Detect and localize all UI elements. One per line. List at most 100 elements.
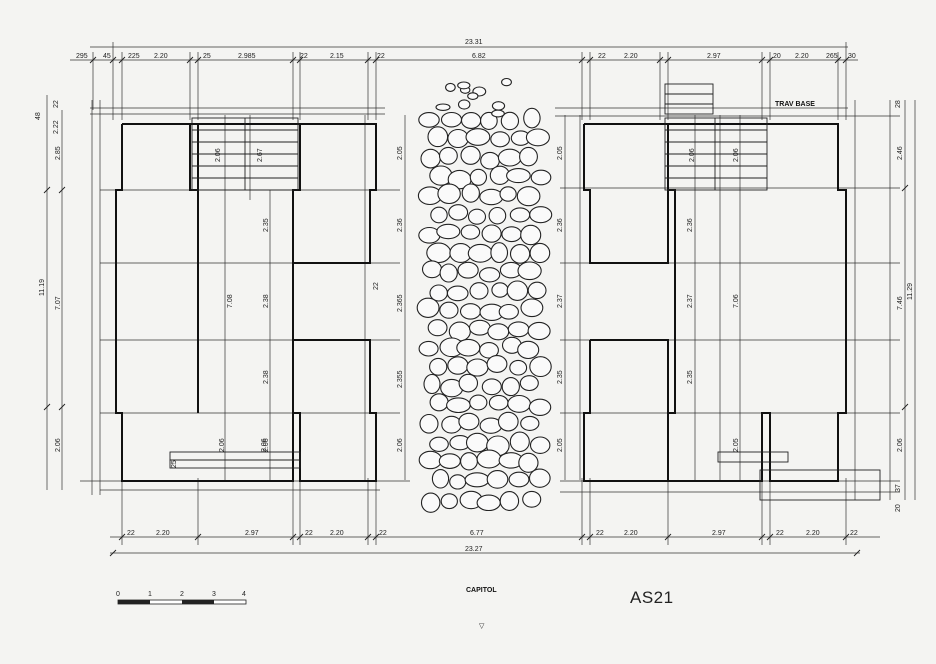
bottom-dim: 22 xyxy=(127,530,135,537)
bottom-overall-dim: 23.27 xyxy=(465,546,483,553)
stone xyxy=(476,449,502,469)
stone xyxy=(467,243,493,263)
stone-wall xyxy=(416,77,553,513)
vert-dim: 2.06 xyxy=(219,438,226,452)
stone xyxy=(418,340,439,357)
stone xyxy=(457,261,479,279)
bottom-dim: 2.20 xyxy=(156,530,170,537)
stone xyxy=(447,356,469,375)
stone xyxy=(501,226,522,243)
stone xyxy=(523,107,541,129)
stone xyxy=(476,494,501,512)
right-vertical-dims: 2.05 2.36 2.37 2.35 2.05 2.36 2.37 2.35 … xyxy=(557,100,904,512)
top-dim: 2.97 xyxy=(707,53,721,60)
stone xyxy=(429,436,449,452)
stone xyxy=(509,207,531,223)
top-dim: 22 xyxy=(300,53,308,60)
vert-dim: 28 xyxy=(895,100,902,108)
stone xyxy=(439,301,459,319)
stone xyxy=(490,242,509,264)
stone xyxy=(506,280,529,301)
stone xyxy=(509,359,528,376)
stone xyxy=(497,148,522,167)
stone xyxy=(469,168,488,186)
vert-dim: 2.05 xyxy=(733,438,740,452)
stone xyxy=(440,111,463,128)
top-dim: 295 xyxy=(76,53,88,60)
vert-dim: 2.85 xyxy=(55,146,62,160)
stone xyxy=(507,394,531,413)
stone xyxy=(429,393,449,412)
vert-dim: 2.35 xyxy=(687,370,694,384)
vert-dim: 48 xyxy=(35,112,42,120)
vert-dim: 7.06 xyxy=(733,294,740,308)
stone xyxy=(486,470,509,489)
stone xyxy=(431,469,450,489)
stone xyxy=(421,260,443,279)
stone xyxy=(520,224,542,246)
stone xyxy=(509,431,530,453)
stone xyxy=(527,281,547,300)
stone xyxy=(427,126,449,148)
stone xyxy=(430,206,448,224)
bottom-dim: 2.97 xyxy=(245,530,259,537)
stone xyxy=(460,452,478,471)
stone xyxy=(528,398,552,416)
stone xyxy=(466,358,489,377)
vert-dim: 2.36 xyxy=(557,218,564,232)
stone xyxy=(530,169,552,186)
stone xyxy=(467,92,479,100)
vert-dim: 2.06 xyxy=(733,148,740,162)
vert-dim: 2.36 xyxy=(687,218,694,232)
stone xyxy=(481,224,502,243)
bottom-dim: 22 xyxy=(776,530,784,537)
left-vertical-dims: 2.85 7.07 2.06 48 2.22 22 7.08 2.35 2.38… xyxy=(35,100,404,468)
stone xyxy=(420,148,441,169)
stone xyxy=(488,394,509,411)
stone xyxy=(529,436,551,454)
stone xyxy=(478,267,501,283)
bottom-dim: 2.20 xyxy=(624,530,638,537)
top-dim: 30 xyxy=(848,53,856,60)
stone xyxy=(468,319,491,336)
stone xyxy=(520,415,540,431)
vert-dim: 2.35 xyxy=(263,218,270,232)
bottom-dim: 22 xyxy=(596,530,604,537)
stone xyxy=(460,145,481,165)
top-dim: 225 xyxy=(128,53,140,60)
scale-tick-4: 4 xyxy=(242,591,246,598)
stone xyxy=(419,413,439,434)
stone xyxy=(418,450,443,470)
scale-tick-3: 3 xyxy=(212,591,216,598)
bottom-dim: 22 xyxy=(305,530,313,537)
vert-dim: 22 xyxy=(53,100,60,108)
left-overall-height: 11.19 xyxy=(39,279,46,296)
vert-dim: 2.36 xyxy=(397,218,404,232)
vert-dim: 25 xyxy=(171,460,178,468)
stone xyxy=(449,474,467,490)
stone xyxy=(480,111,498,130)
stone xyxy=(469,394,488,411)
stone xyxy=(465,432,489,453)
stone xyxy=(446,397,471,414)
bottom-dim: 2.20 xyxy=(806,530,820,537)
stone xyxy=(457,81,471,90)
stone xyxy=(529,356,552,378)
vert-dim: 2.67 xyxy=(257,148,264,162)
vert-dim: 2.06 xyxy=(897,438,904,452)
stone xyxy=(517,261,542,281)
bottom-dimension-row: 22 2.20 2.97 22 2.20 22 22 2.20 2.97 22 … xyxy=(127,530,858,537)
stone xyxy=(423,373,441,395)
bottom-dim: 2.20 xyxy=(330,530,344,537)
vert-dim: 2.37 xyxy=(557,294,564,308)
stone xyxy=(416,297,440,318)
stone xyxy=(525,128,550,147)
stone xyxy=(491,282,509,298)
stone xyxy=(479,188,504,206)
stone xyxy=(488,206,507,225)
vert-dim: 7.07 xyxy=(55,296,62,310)
bottom-dim: 22 xyxy=(379,530,387,537)
stone xyxy=(518,452,539,473)
left-block-walls xyxy=(115,123,377,482)
top-dim: 2.20 xyxy=(154,53,168,60)
